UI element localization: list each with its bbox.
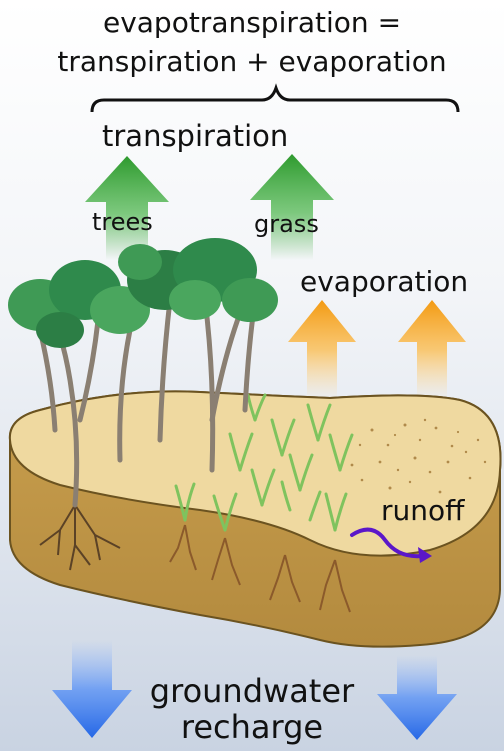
evaporation-label: evaporation [300, 265, 469, 298]
transpiration-label: transpiration [102, 119, 289, 153]
brace [90, 83, 460, 113]
soil-block-top [8, 390, 502, 557]
grass-roots [169, 524, 351, 613]
evaporation-arrow-right [398, 300, 466, 400]
title-line-2: transpiration + evaporation [57, 45, 447, 78]
transpiration-arrow-grass [250, 154, 334, 260]
tree-canopies [8, 238, 278, 348]
trees-label: trees [92, 208, 153, 236]
title-line-1: evapotranspiration = [102, 6, 402, 39]
groundwater-recharge-label-line-2: recharge [180, 708, 324, 746]
tree-roots [39, 504, 121, 571]
runoff-arrow [350, 527, 432, 563]
groundwater-recharge-label-line-1: groundwater [149, 672, 355, 710]
evaporation-arrow-left [288, 300, 356, 400]
grass-blades [174, 393, 354, 532]
transpiration-arrow-trees [85, 156, 169, 260]
groundwater-arrow-left [52, 640, 132, 738]
groundwater-arrow-right [377, 655, 457, 740]
runoff-label: runoff [381, 494, 465, 527]
grass-label: grass [254, 210, 319, 238]
sand-speckles [350, 418, 487, 494]
